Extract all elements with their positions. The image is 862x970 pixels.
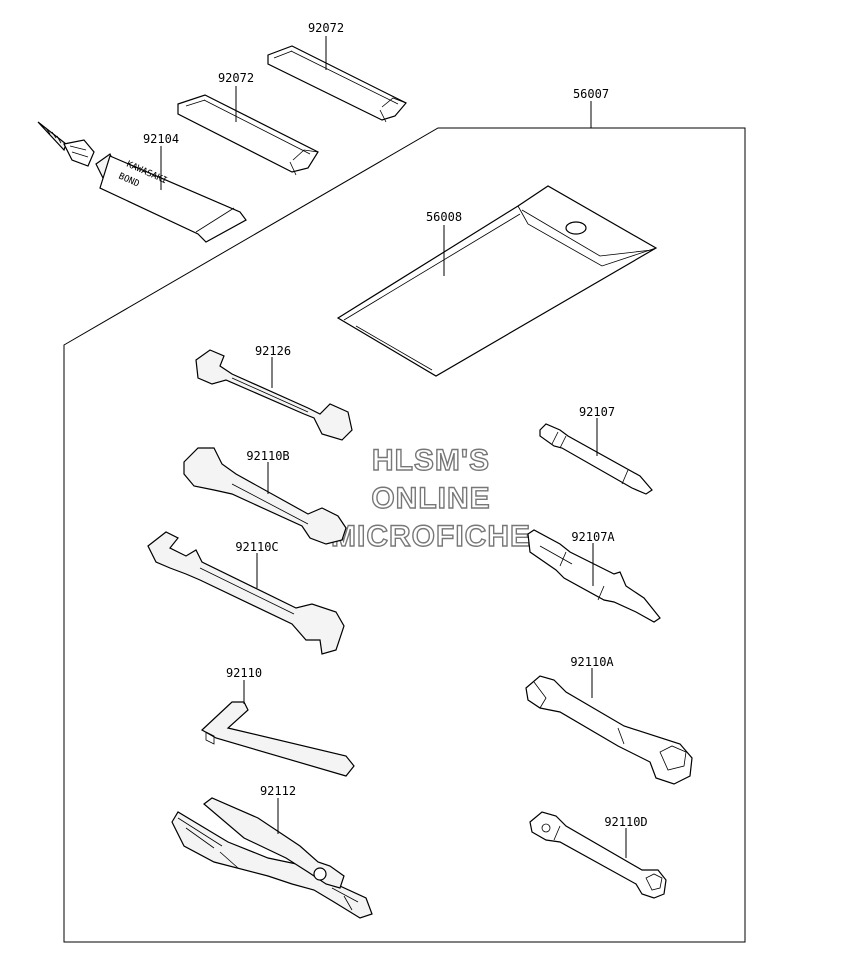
part-92104[interactable]: KAWASAKI BOND 92104 (37, 121, 247, 243)
part-number-92110D: 92110D (604, 815, 647, 829)
part-92072-mid[interactable]: 92072 (177, 71, 319, 176)
part-92072-top[interactable]: 92072 (267, 21, 407, 123)
part-56007[interactable]: 56007 (573, 87, 609, 128)
watermark: HLSM'S ONLINE MICROFICHE (330, 443, 531, 553)
part-92110[interactable]: 92110 (200, 666, 355, 777)
part-92126[interactable]: 92126 (195, 344, 353, 441)
part-92110C[interactable]: 92110C (147, 531, 345, 655)
part-92107A[interactable]: 92107A (527, 529, 661, 623)
part-number-56007: 56007 (573, 87, 609, 101)
watermark-line-1: HLSM'S (372, 444, 490, 477)
part-92107[interactable]: 92107 (539, 405, 653, 495)
part-number-92112: 92112 (260, 784, 296, 798)
watermark-line-2: ONLINE (371, 482, 490, 515)
part-number-56008: 56008 (426, 210, 462, 224)
part-number-92107: 92107 (579, 405, 615, 419)
kit-outline (63, 127, 746, 943)
part-number-92110B: 92110B (246, 449, 289, 463)
part-number-92104: 92104 (143, 132, 179, 146)
part-number-92107A: 92107A (571, 530, 615, 544)
part-number-92110: 92110 (226, 666, 262, 680)
part-number-92110A: 92110A (570, 655, 614, 669)
part-number-92126: 92126 (255, 344, 291, 358)
part-92110A[interactable]: 92110A (525, 655, 693, 785)
part-number-92072-top: 92072 (308, 21, 344, 35)
watermark-line-3: MICROFICHE (331, 520, 531, 553)
part-number-92072-mid: 92072 (218, 71, 254, 85)
part-92112[interactable]: 92112 (171, 784, 373, 919)
part-number-92110C: 92110C (235, 540, 278, 554)
part-92110D[interactable]: 92110D (529, 811, 667, 899)
part-92110B[interactable]: 92110B (183, 447, 347, 545)
part-56008[interactable]: 56008 (336, 185, 658, 377)
